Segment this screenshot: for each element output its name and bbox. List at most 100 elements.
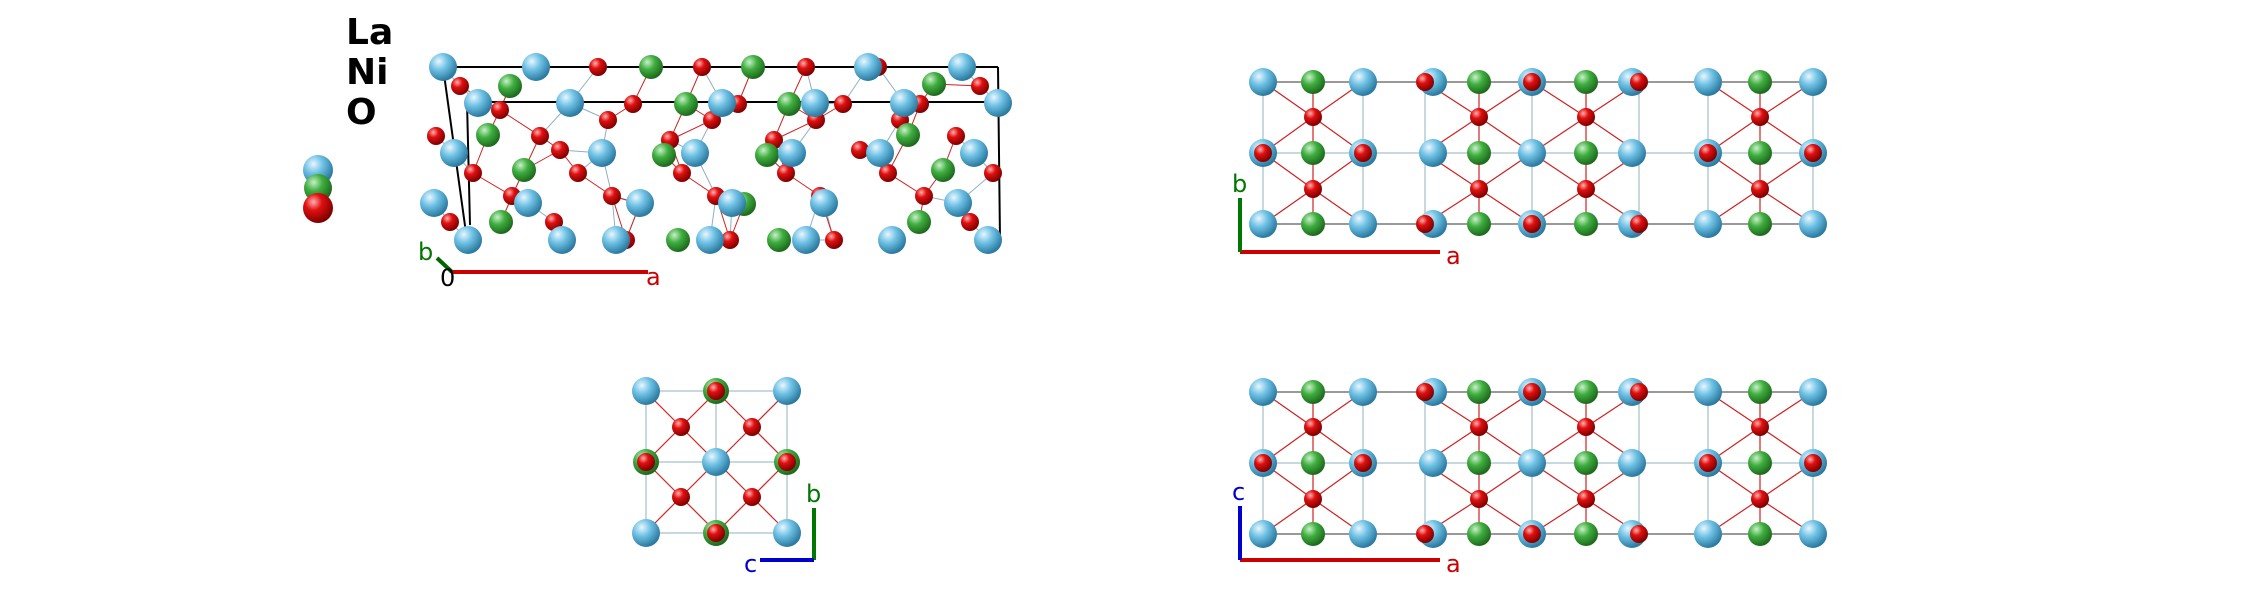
o-atom bbox=[441, 213, 459, 231]
la-atom bbox=[944, 189, 972, 217]
o-atom bbox=[961, 213, 979, 231]
axis-label-c: c bbox=[1232, 478, 1245, 506]
ni-atom bbox=[476, 123, 500, 147]
la-atom bbox=[773, 519, 801, 547]
la-atom bbox=[1249, 378, 1277, 406]
la-atom bbox=[696, 226, 724, 254]
ni-atom bbox=[1301, 141, 1325, 165]
o-atom bbox=[673, 164, 691, 182]
la-atom bbox=[464, 89, 492, 117]
la-atom bbox=[708, 89, 736, 117]
o-atom bbox=[464, 164, 482, 182]
la-atom bbox=[1349, 520, 1377, 548]
o-atom bbox=[1470, 108, 1488, 126]
o-atom bbox=[1470, 490, 1488, 508]
o-atom bbox=[879, 164, 897, 182]
o-atom bbox=[721, 231, 739, 249]
o-atom bbox=[797, 58, 815, 76]
legend-label-o: O bbox=[346, 92, 377, 133]
axis-label-origin: 0 bbox=[440, 264, 455, 292]
axis-indicator-ac: a c bbox=[1232, 478, 1461, 578]
o-atom bbox=[1804, 454, 1822, 472]
ni-atom bbox=[498, 74, 522, 98]
ni-atom bbox=[666, 228, 690, 252]
ni-atom bbox=[1574, 522, 1598, 546]
o-atom bbox=[1577, 490, 1595, 508]
o-atom bbox=[1304, 180, 1322, 198]
la-atom bbox=[1799, 520, 1827, 548]
la-atom bbox=[1618, 449, 1646, 477]
ni-atom bbox=[922, 72, 946, 96]
la-atom bbox=[801, 89, 829, 117]
la-atom bbox=[681, 139, 709, 167]
axis-label-c: c bbox=[744, 550, 757, 578]
la-atom bbox=[1419, 449, 1447, 477]
la-atom bbox=[1518, 449, 1546, 477]
o-atom bbox=[569, 164, 587, 182]
o-atom bbox=[984, 164, 1002, 182]
o-atom bbox=[1751, 108, 1769, 126]
o-atom bbox=[1577, 418, 1595, 436]
la-atom bbox=[1694, 68, 1722, 96]
o-atom bbox=[707, 524, 725, 542]
la-atom bbox=[602, 226, 630, 254]
ni-atom bbox=[1748, 141, 1772, 165]
ni-atom bbox=[1574, 212, 1598, 236]
o-atom bbox=[624, 95, 642, 113]
view-perspective: a b 0 bbox=[418, 53, 1012, 292]
la-atom bbox=[556, 89, 584, 117]
la-atom bbox=[1249, 68, 1277, 96]
ni-atom bbox=[1467, 70, 1491, 94]
view-ab: a b bbox=[1232, 68, 1827, 270]
o-atom bbox=[1523, 73, 1541, 91]
ni-atom bbox=[1467, 522, 1491, 546]
o-atom bbox=[1751, 490, 1769, 508]
axis-label-a: a bbox=[1446, 242, 1461, 270]
o-atom bbox=[672, 418, 690, 436]
ni-atom bbox=[1748, 212, 1772, 236]
ni-atom bbox=[907, 210, 931, 234]
la-atom bbox=[429, 53, 457, 81]
ni-atom bbox=[1748, 70, 1772, 94]
o-atom bbox=[971, 77, 989, 95]
o-atom bbox=[778, 453, 796, 471]
o-atom bbox=[1751, 180, 1769, 198]
ni-atom bbox=[1301, 380, 1325, 404]
la-atom bbox=[1349, 68, 1377, 96]
la-atom bbox=[1419, 139, 1447, 167]
la-atom bbox=[984, 89, 1012, 117]
o-atom bbox=[1751, 418, 1769, 436]
o-atom bbox=[707, 382, 725, 400]
la-atom bbox=[454, 226, 482, 254]
la-atom bbox=[420, 189, 448, 217]
la-atom bbox=[974, 226, 1002, 254]
o-atom bbox=[743, 488, 761, 506]
ni-atom bbox=[1748, 522, 1772, 546]
la-atom bbox=[1249, 210, 1277, 238]
o-atom bbox=[947, 127, 965, 145]
ni-atom bbox=[1574, 380, 1598, 404]
axis-indicator-ab: a b bbox=[1232, 170, 1461, 270]
o-atom bbox=[1254, 144, 1272, 162]
o-atom bbox=[1304, 108, 1322, 126]
o-atom bbox=[1470, 418, 1488, 436]
o-atom bbox=[777, 164, 795, 182]
ni-atom bbox=[755, 143, 779, 167]
o-atom bbox=[1416, 215, 1434, 233]
la-atom bbox=[1799, 378, 1827, 406]
la-atom bbox=[588, 139, 616, 167]
ni-atom bbox=[1301, 451, 1325, 475]
axis-indicator-cb: b c bbox=[744, 480, 821, 578]
ni-atom bbox=[639, 55, 663, 79]
la-atom bbox=[626, 189, 654, 217]
o-atom bbox=[743, 418, 761, 436]
legend-swatch-o bbox=[303, 193, 333, 223]
ni-atom bbox=[1574, 70, 1598, 94]
element-legend: La Ni O bbox=[303, 12, 393, 223]
la-atom bbox=[1349, 210, 1377, 238]
o-atom bbox=[1630, 383, 1648, 401]
la-atom bbox=[1618, 139, 1646, 167]
o-atom bbox=[603, 187, 621, 205]
la-atom bbox=[1349, 378, 1377, 406]
o-atom bbox=[1523, 383, 1541, 401]
